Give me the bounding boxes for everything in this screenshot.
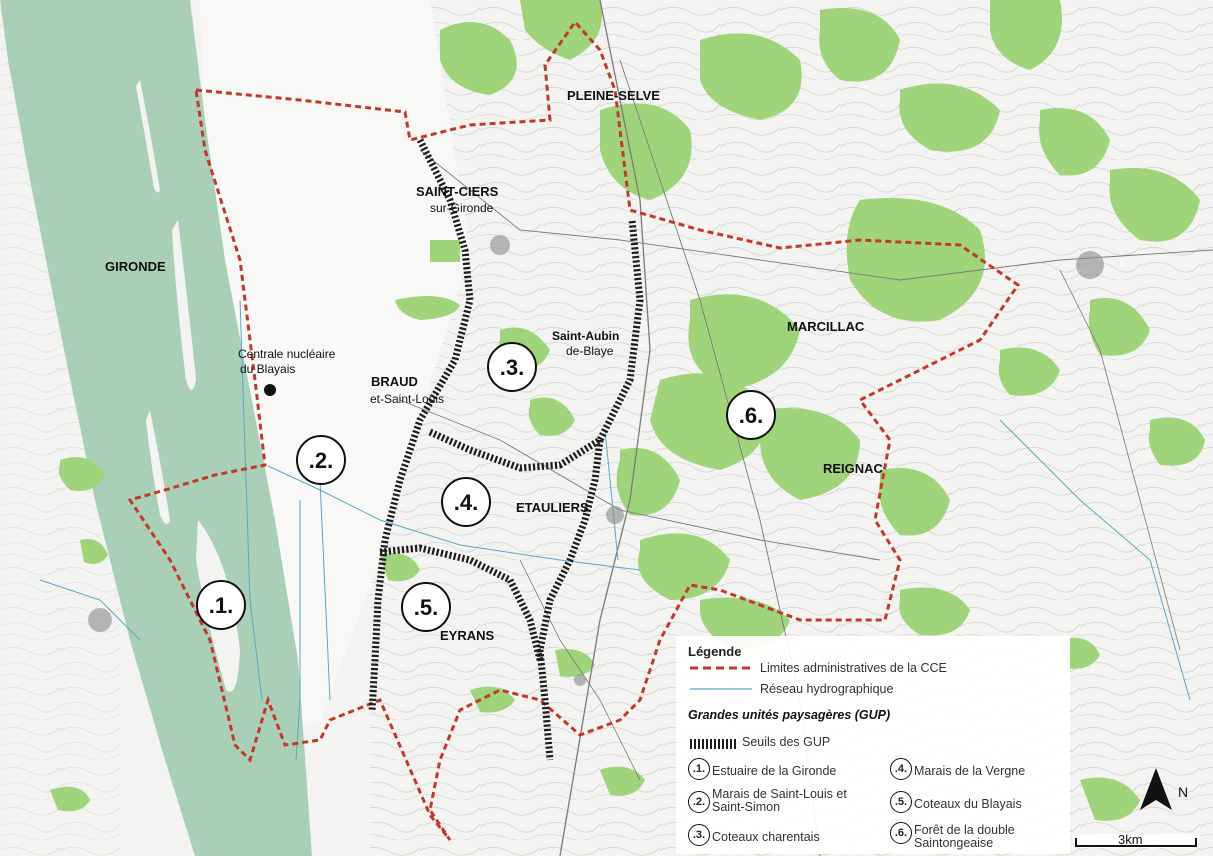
label-etauliers: ETAULIERS bbox=[516, 500, 589, 515]
nuclear-plant-marker bbox=[264, 384, 276, 396]
svg-text:.1.: .1. bbox=[209, 593, 233, 618]
hydro-swatch bbox=[690, 688, 752, 690]
gup-unit-6: .6. bbox=[726, 390, 776, 440]
label-centrale-2: du Blayais bbox=[240, 362, 295, 376]
label-braud: BRAUD bbox=[371, 374, 418, 389]
label-eyrans: EYRANS bbox=[440, 628, 495, 643]
gup-unit-2: .2. bbox=[296, 435, 346, 485]
legend-admin-limit: Limites administratives de la CCE bbox=[760, 661, 947, 675]
label-reignac: REIGNAC bbox=[823, 461, 884, 476]
admin-limit-swatch bbox=[690, 666, 752, 670]
legend-gup-5: Coteaux du Blayais bbox=[914, 797, 1022, 811]
legend-title: Légende bbox=[688, 644, 742, 659]
gup-unit-3: .3. bbox=[487, 342, 537, 392]
legend-gup-header: Grandes unités paysagères (GUP) bbox=[688, 708, 891, 722]
legend-gup-6: Forêt de la double Saintongeaise bbox=[914, 823, 1015, 850]
label-gironde: GIRONDE bbox=[105, 259, 166, 274]
svg-text:.2.: .2. bbox=[309, 448, 333, 473]
hydro-network bbox=[39, 299, 1191, 761]
north-label: N bbox=[1178, 784, 1189, 800]
label-saint-aubin: Saint-Aubin bbox=[552, 329, 619, 343]
legend-gup-2: Marais de Saint-Louis et Saint-Simon bbox=[712, 787, 847, 814]
label-saint-ciers: SAINT-CIERS bbox=[416, 184, 499, 199]
svg-text:.4.: .4. bbox=[454, 490, 478, 515]
svg-text:.6.: .6. bbox=[739, 403, 763, 428]
threshold-swatch bbox=[690, 739, 738, 749]
svg-text:.5.: .5. bbox=[414, 595, 438, 620]
scale-bar: 3km bbox=[1072, 832, 1200, 848]
label-braud-sub: et-Saint-Louis bbox=[370, 392, 444, 406]
legend-gup-5-icon: .5. bbox=[890, 791, 912, 813]
legend-gup-1-icon: .1. bbox=[688, 758, 710, 780]
legend-gup-2-icon: .2. bbox=[688, 791, 710, 813]
label-saint-ciers-sub: sur-Gironde bbox=[430, 201, 494, 215]
gup-thresholds bbox=[368, 138, 644, 761]
legend-thresholds: Seuils des GUP bbox=[742, 735, 831, 749]
legend-gup-3: Coteaux charentais bbox=[712, 830, 820, 844]
map-legend: Légende Limites administratives de la CC… bbox=[676, 636, 1070, 854]
label-centrale-1: Centrale nucléaire bbox=[238, 347, 336, 361]
north-arrow: N bbox=[1136, 766, 1188, 821]
north-arrow-icon bbox=[1140, 768, 1172, 810]
gup-unit-4: .4. bbox=[441, 477, 491, 527]
gup-unit-5: .5. bbox=[401, 582, 451, 632]
admin-limit-cce bbox=[127, 19, 1021, 841]
urban-areas bbox=[88, 235, 1104, 686]
legend-hydro: Réseau hydrographique bbox=[760, 682, 894, 696]
estuary-island bbox=[146, 410, 170, 524]
legend-gup-3-icon: .3. bbox=[688, 824, 710, 846]
label-pleine-selve: PLEINE-SELVE bbox=[567, 88, 660, 103]
legend-gup-6-icon: .6. bbox=[890, 822, 912, 844]
legend-gup-4: Marais de la Vergne bbox=[914, 764, 1026, 778]
label-saint-aubin-sub: de-Blaye bbox=[566, 344, 614, 358]
forest-patches bbox=[50, 0, 1205, 821]
gup-unit-1: .1. bbox=[196, 580, 246, 630]
svg-text:.3.: .3. bbox=[500, 355, 524, 380]
estuary-island bbox=[172, 220, 196, 390]
legend-gup-1: Estuaire de la Gironde bbox=[712, 764, 837, 778]
scale-label: 3km bbox=[1118, 832, 1143, 847]
legend-gup-4-icon: .4. bbox=[890, 758, 912, 780]
label-marcillac: MARCILLAC bbox=[787, 319, 865, 334]
